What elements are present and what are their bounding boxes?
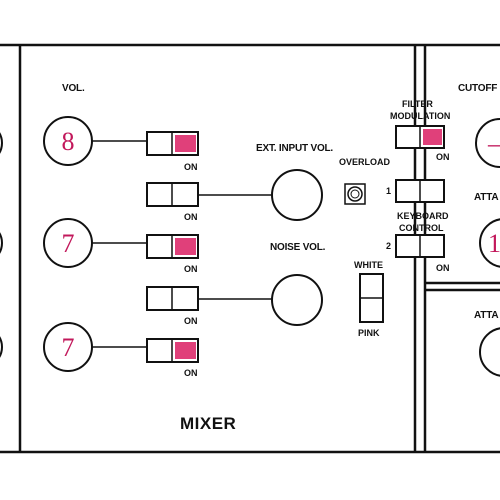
pink-label: PINK — [358, 328, 380, 338]
switch-on-indicator — [175, 135, 196, 152]
attack-knob-value: 1 — [488, 229, 500, 258]
switch-on-indicator — [175, 342, 196, 359]
filter-mod-label-1: FILTER — [402, 99, 433, 109]
knob-1-value: 8 — [62, 127, 75, 156]
keyboard-control-switch-2[interactable] — [395, 234, 445, 258]
on-label-3: ON — [184, 264, 198, 274]
kb-switch-1-label: 1 — [386, 186, 391, 196]
noise-color-switch[interactable] — [359, 273, 384, 323]
noise-volume-knob[interactable] — [271, 274, 323, 326]
oscillator-2-volume-knob[interactable]: 7 — [43, 218, 146, 268]
oscillator-1-switch[interactable] — [146, 131, 199, 156]
attack-knob[interactable]: 1 — [479, 218, 500, 268]
mixer-title: MIXER — [180, 414, 236, 433]
cutoff-knob-value: – — [487, 129, 500, 158]
knob-2-value: 7 — [62, 229, 75, 258]
filter-modulation-switch[interactable] — [395, 125, 445, 149]
ext-input-volume-knob[interactable] — [271, 169, 323, 221]
keyboard-label-1: KEYBOARD — [397, 211, 449, 221]
attack-label: ATTA — [474, 192, 498, 203]
ext-input-vol-label: EXT. INPUT VOL. — [256, 143, 333, 154]
keyboard-control-switch-1[interactable] — [395, 179, 445, 203]
attack-knob-2[interactable] — [479, 327, 500, 377]
switch-on-indicator — [423, 129, 442, 145]
overload-label: OVERLOAD — [339, 157, 391, 167]
left-edge-knobs — [0, 132, 3, 358]
attack-label-2: ATTA — [474, 310, 498, 321]
oscillator-3-volume-knob[interactable]: 7 — [43, 322, 146, 372]
on-label-5: ON — [184, 368, 198, 378]
noise-vol-label: NOISE VOL. — [270, 242, 326, 253]
noise-switch[interactable] — [146, 286, 272, 311]
overload-led — [344, 183, 366, 205]
filter-on-label: ON — [436, 152, 450, 162]
white-label: WHITE — [354, 260, 383, 270]
cutoff-label: CUTOFF — [458, 83, 497, 94]
on-label-1: ON — [184, 162, 198, 172]
filter-mod-label-2: MODULATION — [390, 111, 450, 121]
keyboard-on-label: ON — [436, 263, 450, 273]
oscillator-2-switch[interactable] — [146, 234, 199, 259]
knob-3-value: 7 — [62, 333, 75, 362]
keyboard-label-2: CONTROL — [399, 223, 444, 233]
oscillator-3-switch[interactable] — [146, 338, 199, 363]
oscillator-1-volume-knob[interactable]: 8 — [43, 116, 146, 166]
ext-input-switch[interactable] — [146, 182, 273, 207]
on-label-4: ON — [184, 316, 198, 326]
on-label-2: ON — [184, 212, 198, 222]
cutoff-knob[interactable]: – — [475, 118, 500, 168]
switch-on-indicator — [175, 238, 196, 255]
vol-label: VOL. — [62, 83, 85, 94]
kb-switch-2-label: 2 — [386, 241, 391, 251]
